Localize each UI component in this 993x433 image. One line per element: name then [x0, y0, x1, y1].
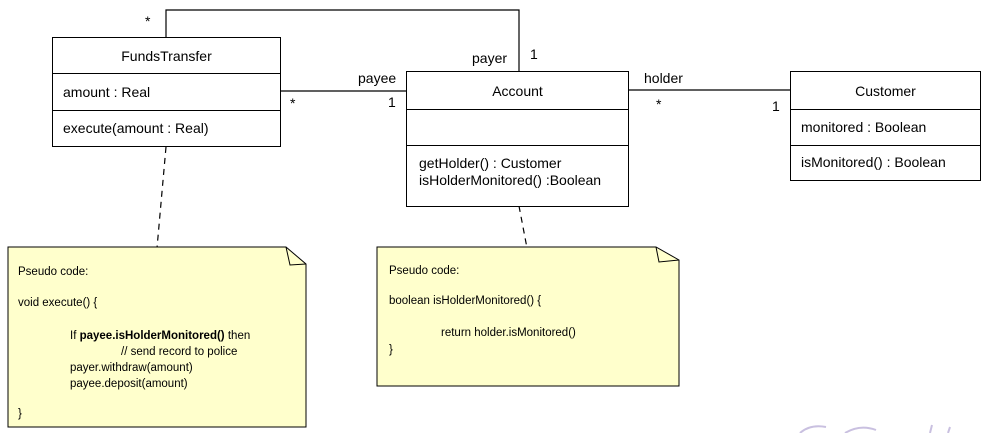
operations-compartment: getHolder() : Customer isHolderMonitored…	[407, 145, 628, 206]
attribute-monitored: monitored : Boolean	[801, 119, 927, 135]
note-signature: boolean isHolderMonitored() {	[389, 295, 542, 307]
class-name: Account	[492, 82, 543, 99]
operation-execute: execute(amount : Real)	[63, 120, 209, 136]
execute-note-shape	[7, 246, 307, 428]
attributes-compartment: monitored : Boolean	[791, 109, 980, 145]
payee-multiplicity-account: 1	[388, 94, 396, 110]
operation-is-monitored: isMonitored() : Boolean	[801, 154, 946, 170]
payer-multiplicity-account: 1	[530, 46, 538, 62]
class-customer: Customer monitored : Boolean isMonitored…	[790, 71, 981, 181]
operations-compartment: isMonitored() : Boolean	[791, 145, 980, 180]
operation-is-holder-monitored: isHolderMonitored() :Boolean	[419, 172, 602, 188]
attribute-amount: amount : Real	[63, 84, 151, 100]
class-account: Account getHolder() : Customer isHolderM…	[406, 71, 629, 207]
class-name: Customer	[855, 82, 916, 99]
class-name: FundsTransfer	[121, 47, 212, 64]
holder-multiplicity-customer: 1	[772, 98, 780, 114]
note-comment: // send record to police	[121, 346, 238, 358]
execute-note-anchor	[156, 146, 167, 249]
holder-role-label: holder	[644, 70, 683, 86]
payee-multiplicity-transfer: *	[290, 95, 296, 111]
payer-multiplicity-transfer: *	[145, 13, 151, 29]
monitored-note-anchor	[518, 205, 528, 249]
note-if-condition: payee.isHolderMonitored()	[79, 330, 225, 342]
note-if-line: If payee.isHolderMonitored() then	[70, 328, 250, 344]
holder-multiplicity-account: *	[656, 96, 662, 112]
note-if-suffix: then	[224, 330, 251, 342]
note-withdraw: payer.withdraw(amount)	[70, 362, 193, 374]
note-return: return holder.isMonitored()	[441, 327, 576, 339]
watermark-logo-fragment	[799, 424, 951, 433]
class-funds-transfer: FundsTransfer amount : Real execute(amou…	[52, 37, 281, 147]
note-closing: }	[18, 408, 22, 420]
operations-compartment: execute(amount : Real)	[53, 110, 280, 146]
note-deposit: payee.deposit(amount)	[70, 378, 188, 390]
note-heading: Pseudo code:	[389, 265, 460, 277]
payer-association-line	[165, 9, 520, 71]
attributes-compartment: amount : Real	[53, 73, 280, 110]
payee-role-label: payee	[358, 70, 397, 86]
note-if-prefix: If	[70, 330, 80, 342]
note-heading: Pseudo code:	[18, 266, 89, 278]
note-signature: void execute() {	[18, 297, 98, 309]
note-closing: }	[389, 344, 393, 356]
operation-get-holder: getHolder() : Customer	[419, 155, 562, 171]
monitored-note-shape	[376, 246, 680, 387]
attributes-compartment	[407, 109, 628, 145]
payer-role-label: payer	[472, 50, 508, 66]
